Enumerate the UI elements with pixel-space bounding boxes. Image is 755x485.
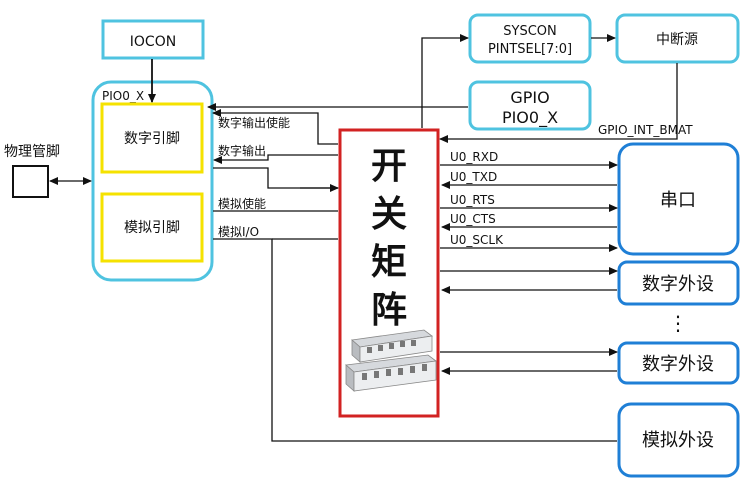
pio0-x-label: PIO0_X [102, 89, 144, 103]
iocon-box [101, 19, 205, 60]
analog-periph-box [617, 402, 740, 478]
label-u0-rts: U0_RTS [450, 193, 495, 207]
label-u0-cts: U0_CTS [450, 212, 496, 226]
digital-periph-box-2 [617, 341, 740, 385]
syscon-label-1: SYSCON [503, 24, 556, 39]
digital-pin-box [100, 102, 204, 174]
gpio-label-1: GPIO [510, 88, 549, 107]
switch-matrix-char-1: 开 [371, 146, 407, 187]
switch-matrix-char-2: 关 [371, 194, 407, 235]
label-u0-rxd: U0_RXD [450, 150, 498, 164]
analog-pin-box [100, 192, 204, 263]
wires [207, 34, 678, 442]
analog-periph-label: 模拟外设 [642, 430, 714, 451]
switch-matrix-char-4: 阵 [371, 290, 407, 331]
instrument-image [345, 329, 438, 392]
interrupt-source-label: 中断源 [656, 32, 698, 48]
label-digital-output: 数字输出 [218, 143, 266, 158]
physical-pin-box [12, 165, 49, 198]
physical-pin-label: 物理管脚 [4, 144, 60, 160]
label-analog-enable: 模拟使能 [218, 196, 266, 211]
syscon-label-2: PINTSEL[7:0] [488, 42, 572, 57]
label-analog-io: 模拟I/O [218, 225, 259, 239]
uart-label: 串口 [660, 190, 696, 211]
iocon-label: IOCON [130, 34, 176, 50]
digital-periph-label-2: 数字外设 [642, 354, 714, 375]
digital-periph-box-1 [617, 260, 740, 306]
label-u0-txd: U0_TXD [450, 170, 497, 184]
label-u0-sclk: U0_SCLK [450, 233, 504, 247]
digital-pin-label: 数字引脚 [124, 131, 180, 147]
gpio-label-2: PIO0_X [502, 108, 558, 128]
syscon-box [468, 13, 592, 64]
periph-ellipsis: ⋮ [668, 311, 688, 335]
digital-periph-label-1: 数字外设 [642, 274, 714, 295]
switch-matrix-char-3: 矩 [371, 242, 407, 283]
analog-pin-label: 模拟引脚 [124, 220, 180, 236]
interrupt-source-box [615, 13, 740, 64]
uart-box [617, 142, 740, 256]
label-gpio-int-bmat: GPIO_INT_BMAT [598, 123, 693, 137]
gpio-box [468, 80, 592, 131]
label-digital-output-enable: 数字输出使能 [218, 115, 290, 130]
